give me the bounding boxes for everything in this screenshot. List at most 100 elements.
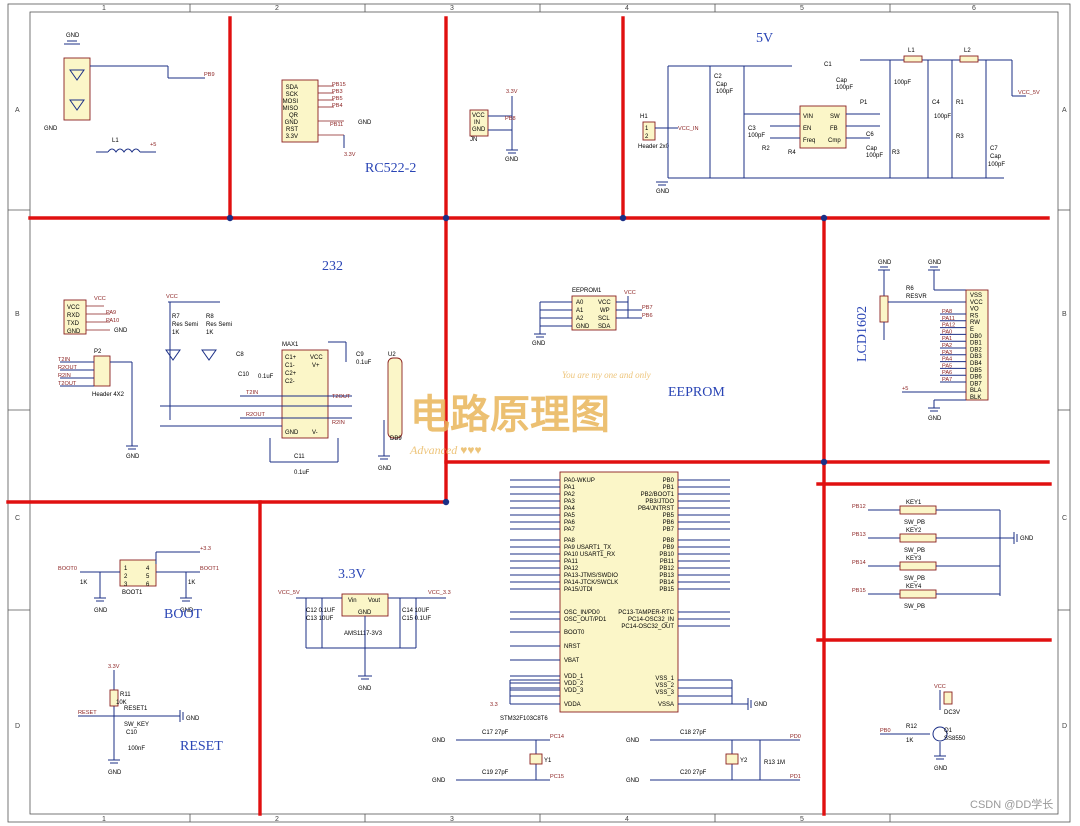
mcu-right-pin: PB1 [663, 485, 675, 491]
svg-text:0.1uF: 0.1uF [294, 470, 310, 476]
rs232-pin-vcc: VCC [67, 305, 80, 311]
buzzer-net: PB0 [880, 728, 891, 734]
lcd-pin-label: DB7 [970, 381, 982, 387]
svg-text:R4: R4 [788, 150, 796, 156]
svg-text:1K: 1K [172, 330, 179, 336]
grid-row-a-right: A [1062, 107, 1067, 114]
svg-text:PB9: PB9 [204, 72, 215, 78]
lcd-pin-label: VCC [970, 300, 983, 306]
rc522-pin-gnd: GND [285, 120, 299, 126]
key-type: SW_PB [904, 520, 925, 526]
svg-text:Res Semi: Res Semi [206, 322, 232, 328]
svg-text:VCC: VCC [472, 113, 485, 119]
eeprom-ref: EEPROM1 [572, 288, 602, 294]
mcu-right-pin: PB15 [659, 587, 674, 593]
rc522-pin-qr: QR [289, 113, 299, 119]
boot-res-left: 1K [80, 580, 87, 586]
svg-text:GND: GND [432, 738, 446, 744]
svg-text:4: 4 [146, 566, 150, 572]
svg-text:R8: R8 [206, 314, 214, 320]
mcu-right-pins: PB0PB1PB2/BOOT1PB3/JTDOPB4/JNTRSTPB5PB6P… [618, 478, 730, 708]
mcu-right-pin: PB7 [663, 527, 675, 533]
eeprom-title: EEPROM [668, 385, 725, 400]
block-buzzer: VCC DC3V PB0 R12 1K Q1 SS8550 GND [880, 684, 966, 772]
rc522-net-2: PB3 [332, 89, 343, 95]
5v-chip-ref: P1 [860, 100, 868, 106]
max232-vm: V- [312, 430, 318, 436]
grid-row-c: C [15, 515, 20, 522]
max232-vcc: VCC [310, 355, 323, 361]
3v3-pin-vout: Vout [368, 598, 380, 604]
svg-text:Cap: Cap [990, 154, 1002, 160]
svg-text:GND: GND [126, 454, 140, 460]
3v3-cap-3: C14 10UF [402, 608, 430, 614]
grid-row-b: B [15, 311, 20, 318]
rc522-pin-sck: SCK [286, 92, 298, 98]
lcd-pin-label: DB5 [970, 368, 982, 374]
key-label: KEY2 [906, 528, 922, 534]
svg-text:C7: C7 [990, 146, 998, 152]
svg-text:100pF: 100pF [836, 85, 853, 91]
key-label: KEY3 [906, 556, 922, 562]
block-reset: 3.3V R11 10K RESET RESET1 SW_KEY C10 100… [78, 664, 223, 776]
db9-connector [387, 357, 403, 439]
mcu-right-pin: PB5 [663, 513, 675, 519]
reset-key: SW_KEY [124, 722, 149, 728]
mcu-right-pin: PB9 [663, 545, 675, 551]
grid-row-d-right: D [1062, 723, 1067, 730]
block-lcd1602: LCD1602 GND GND R6 RESVR VSSVCCVORSRWEDB… [855, 260, 989, 422]
svg-text:100pF: 100pF [894, 80, 911, 86]
svg-text:3.3: 3.3 [490, 702, 498, 708]
rc522-title: RC522-2 [365, 161, 416, 176]
svg-text:GND: GND [878, 260, 892, 266]
rs232-pin-gnd: GND [67, 329, 81, 335]
key-type: SW_PB [904, 548, 925, 554]
lcd-pin-label: BLA [970, 388, 981, 394]
svg-text:0.1uF: 0.1uF [258, 374, 274, 380]
sheet-frame: 1 2 3 4 5 6 1 2 3 4 5 A B C D A B C D [7, 3, 1071, 823]
mcu-right-pin: VSS_2 [655, 683, 674, 689]
max232-c2m: C2- [285, 379, 295, 385]
svg-text:100pF: 100pF [716, 89, 733, 95]
svg-text:GND: GND [358, 120, 372, 126]
rc522-net-3: PB5 [332, 96, 343, 102]
max232-c1m: C1- [285, 363, 295, 369]
mcu-left-pin: PA3 [564, 499, 576, 505]
mcu-right-pin: PB2/BOOT1 [641, 492, 675, 498]
mcu-left-pin: PA6 [564, 520, 576, 526]
max232-c1p: C1+ [285, 355, 297, 361]
buzzer-trans-val: SS8550 [944, 736, 966, 742]
watermark-sub: You are my one and only [562, 370, 651, 380]
svg-text:C3: C3 [748, 126, 756, 132]
svg-text:1: 1 [124, 566, 128, 572]
svg-text:GND: GND [186, 716, 200, 722]
block-rc522: SDA SCK MOSI MISO QR GND RST 3.3V PB15 P… [281, 79, 416, 176]
mcu-left-pin: PA7 [564, 527, 576, 533]
svg-text:+5: +5 [902, 386, 908, 392]
svg-text:100pF: 100pF [988, 162, 1005, 168]
svg-text:Cap: Cap [716, 82, 728, 88]
mcu-right-pin: VSS_1 [655, 676, 674, 682]
svg-text:C9: C9 [356, 352, 364, 358]
svg-text:GND: GND [656, 189, 670, 195]
lcd-pot-ref: R6 [906, 286, 914, 292]
5v-chip-freq: Freq [803, 138, 815, 144]
lcd-net-label: PA6 [942, 370, 952, 376]
svg-text:Res Semi: Res Semi [172, 322, 198, 328]
lcd-net-label: PA3 [942, 350, 952, 356]
svg-text:GND: GND [180, 608, 194, 614]
lcd-net-label: PA1 [942, 336, 952, 342]
lcd-pot-label: RESVR [906, 294, 927, 300]
crystal-cap-4: C20 27pF [680, 770, 707, 776]
rs232-pin-rxd: RXD [67, 313, 80, 319]
grid-row-b-right: B [1062, 311, 1067, 318]
lcd-pin-label: DB2 [970, 347, 982, 353]
mcu-left-pin: PA10 USART1_RX [564, 552, 615, 558]
svg-text:+5: +5 [150, 142, 156, 148]
mcu-right-pin: PB0 [663, 478, 675, 484]
lcd-pin-labels: VSSVCCVORSRWEDB0DB1DB2DB3DB4DB5DB6DB7BLA… [970, 293, 983, 401]
3v3-pin-vin: Vin [348, 598, 357, 604]
key-switch [899, 589, 937, 599]
5v-chip-en: EN [803, 126, 811, 132]
